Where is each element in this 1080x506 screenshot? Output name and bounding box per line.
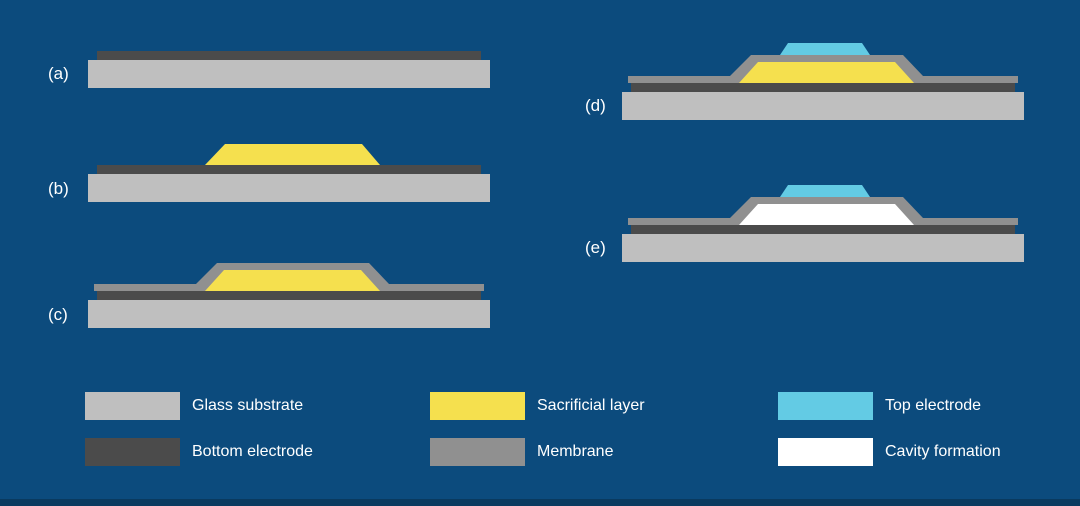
legend-label-membrane: Membrane [537,443,614,460]
step-label-c: (c) [48,305,68,324]
bottom-border [0,499,1080,506]
legend-label-bottom-electrode: Bottom electrode [192,443,313,460]
step-e-cavity [739,204,914,225]
step-b-glass-substrate [88,174,490,202]
legend-swatch-membrane [430,438,525,466]
step-b-sacrificial-layer [205,144,380,165]
legend-item-glass-substrate: Glass substrate [85,392,303,420]
step-b-diagram [88,144,490,202]
legend-item-bottom-electrode: Bottom electrode [85,438,313,466]
step-label-d: (d) [585,96,606,115]
step-e-glass-substrate [622,234,1024,262]
legend-swatch-cavity-formation [778,438,873,466]
step-c-bottom-electrode [97,291,481,300]
step-d-sacrificial-layer [739,62,914,83]
legend-swatch-bottom-electrode [85,438,180,466]
legend-label-top-electrode: Top electrode [885,397,982,414]
step-c-diagram [88,263,490,328]
legend-label-sacrificial-layer: Sacrificial layer [537,397,645,414]
step-a-diagram [88,51,490,88]
step-label-e: (e) [585,238,606,257]
legend-label-glass-substrate: Glass substrate [192,397,304,414]
step-d-top-electrode [780,43,870,55]
legend-label-cavity-formation: Cavity formation [885,443,1001,460]
step-label-a: (a) [48,64,69,83]
step-d-bottom-electrode [631,83,1015,92]
step-c-sacrificial-layer [205,270,380,291]
step-a-bottom-electrode [97,51,481,60]
legend-swatch-top-electrode [778,392,873,420]
legend-item-cavity-formation: Cavity formation [778,438,1001,466]
legend-swatch-sacrificial-layer [430,392,525,420]
step-e-top-electrode [780,185,870,197]
step-d-glass-substrate [622,92,1024,120]
legend-swatch-glass-substrate [85,392,180,420]
step-e-bottom-electrode [631,225,1015,234]
legend-item-membrane: Membrane [430,438,613,466]
step-e-diagram [622,185,1024,262]
step-label-b: (b) [48,179,69,198]
step-d-diagram [622,43,1024,120]
step-c-glass-substrate [88,300,490,328]
legend-item-top-electrode: Top electrode [778,392,981,420]
step-a-glass-substrate [88,60,490,88]
legend-item-sacrificial-layer: Sacrificial layer [430,392,645,420]
step-b-bottom-electrode [97,165,481,174]
